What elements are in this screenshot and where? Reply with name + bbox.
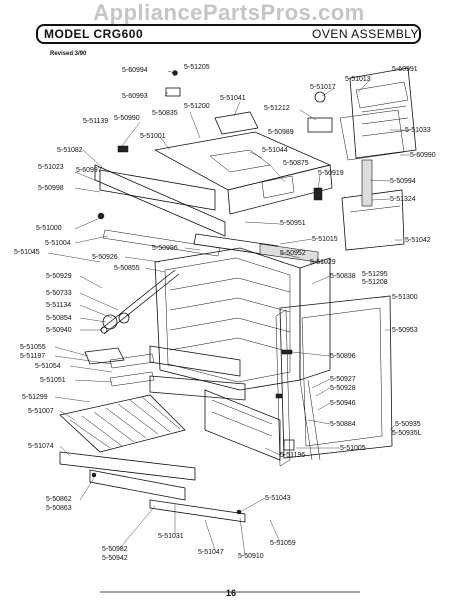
callout-label: 5-60997: [76, 167, 102, 174]
callout-label: 5-50996: [152, 245, 178, 252]
callout-label: 5-51059: [270, 540, 296, 547]
callout-label: 5-51300: [392, 294, 418, 301]
broiler-rack: [59, 394, 186, 453]
callout-label: 5-50919: [318, 170, 344, 177]
callout-label: 5-51196: [280, 452, 306, 459]
callout-label: 5-51197: [20, 353, 46, 360]
top-hardware: [117, 70, 333, 153]
callout-label: 5-60994: [122, 67, 148, 74]
callout-label: 5-50855: [114, 265, 140, 272]
callout-label: 5-50884: [330, 421, 356, 428]
callout-label: 5-50862: [46, 496, 72, 503]
callout-label: 5-50946: [330, 400, 356, 407]
leader-lines: [47, 70, 410, 556]
broiler-compartment: [84, 345, 281, 461]
callout-label: 5-51054: [35, 363, 61, 370]
callout-label: 5-60991: [392, 66, 418, 73]
callout-label: 5-50838: [330, 273, 356, 280]
callout-label: 5-50994: [390, 178, 416, 185]
callout-label: 5-60990: [410, 152, 436, 159]
callout-label: 5-51044: [262, 147, 288, 154]
callout-label: 5-50935L: [392, 430, 422, 437]
callout-label: 5-50896: [330, 353, 356, 360]
callout-label: 5-50989: [268, 129, 294, 136]
callout-label: 5-50935: [395, 421, 421, 428]
callout-label: 5-51043: [265, 495, 291, 502]
page-number: 16: [226, 588, 237, 598]
callout-label: 5-50835: [152, 110, 178, 117]
callout-label: 5-51004: [45, 240, 71, 247]
callout-label: 5-51299: [22, 394, 48, 401]
callout-label: 5-51005: [340, 445, 366, 452]
right-side-bracket: [313, 159, 405, 251]
assembly-title: OVEN ASSEMBLY: [312, 27, 419, 41]
callout-label: 5-51023: [38, 164, 64, 171]
callout-label: 5-51042: [405, 237, 431, 244]
side-rails: [94, 164, 279, 257]
callout-label: 5-50940: [46, 327, 72, 334]
callout-label: 5-50733: [46, 290, 72, 297]
callout-label: 5-50854: [46, 315, 72, 322]
callout-label: 5-51031: [158, 533, 184, 540]
callout-label: 5-50953: [392, 327, 418, 334]
callout-label: 5-51055: [20, 344, 46, 351]
callout-label: 5-50942: [102, 555, 128, 562]
burner-tube: [97, 212, 180, 335]
callout-label: 5-51139: [83, 118, 109, 125]
callout-label: 5-60993: [122, 93, 148, 100]
callout-label: 5-51001: [140, 133, 166, 140]
callout-label: 5-50926: [92, 254, 118, 261]
callout-label: 5-51045: [14, 249, 40, 256]
callout-label: 5-51000: [36, 225, 62, 232]
callout-label: 5-51051: [40, 377, 66, 384]
header-frame: [36, 24, 421, 44]
callout-label: 5-51074: [28, 443, 54, 450]
callout-label: 5-50982: [102, 546, 128, 553]
drawer-panel: [59, 439, 295, 523]
callout-label: 5-51007: [28, 408, 54, 415]
callout-label: 5-50910: [238, 553, 264, 560]
callout-label: 5-51200: [184, 103, 210, 110]
callout-label: 5-50952: [280, 250, 306, 257]
callout-label: 5-50951: [280, 220, 306, 227]
callout-label: 5-51047: [198, 549, 224, 556]
model-label: MODEL CRG600: [44, 27, 144, 41]
callout-label: 5-50863: [46, 505, 72, 512]
callout-label: 5-51029: [310, 259, 336, 266]
callout-label: 5-51013: [345, 76, 371, 83]
callout-label: 5-51033: [405, 127, 431, 134]
callout-label: 5-50875: [283, 160, 309, 167]
rear-vent-panel: [339, 67, 417, 161]
callout-label: 5-51324: [390, 196, 416, 203]
callout-label: 5-50927: [330, 376, 356, 383]
callout-label: 5-51134: [46, 302, 72, 309]
callout-label: 5-51205: [184, 64, 210, 71]
callout-label: 5-51212: [264, 105, 290, 112]
callout-label: 5-51295: [362, 271, 388, 278]
callout-label: 5-51082: [57, 147, 83, 154]
callout-label: 5-50929: [46, 273, 72, 280]
callout-label: 5-51208: [362, 279, 388, 286]
revised-date: Revised 3/90: [50, 51, 87, 57]
callout-label: 5-51017: [310, 84, 336, 91]
callout-label: 5-51041: [220, 95, 246, 102]
burner-box-top: [99, 111, 333, 215]
callout-label: 5-51015: [312, 236, 338, 243]
callout-label: 5-50998: [38, 185, 64, 192]
callout-label: 5-50928: [330, 385, 356, 392]
watermark: AppliancePartsPros.com: [93, 0, 365, 25]
oven-door: [275, 295, 393, 467]
callout-label: 5-50990: [114, 115, 140, 122]
